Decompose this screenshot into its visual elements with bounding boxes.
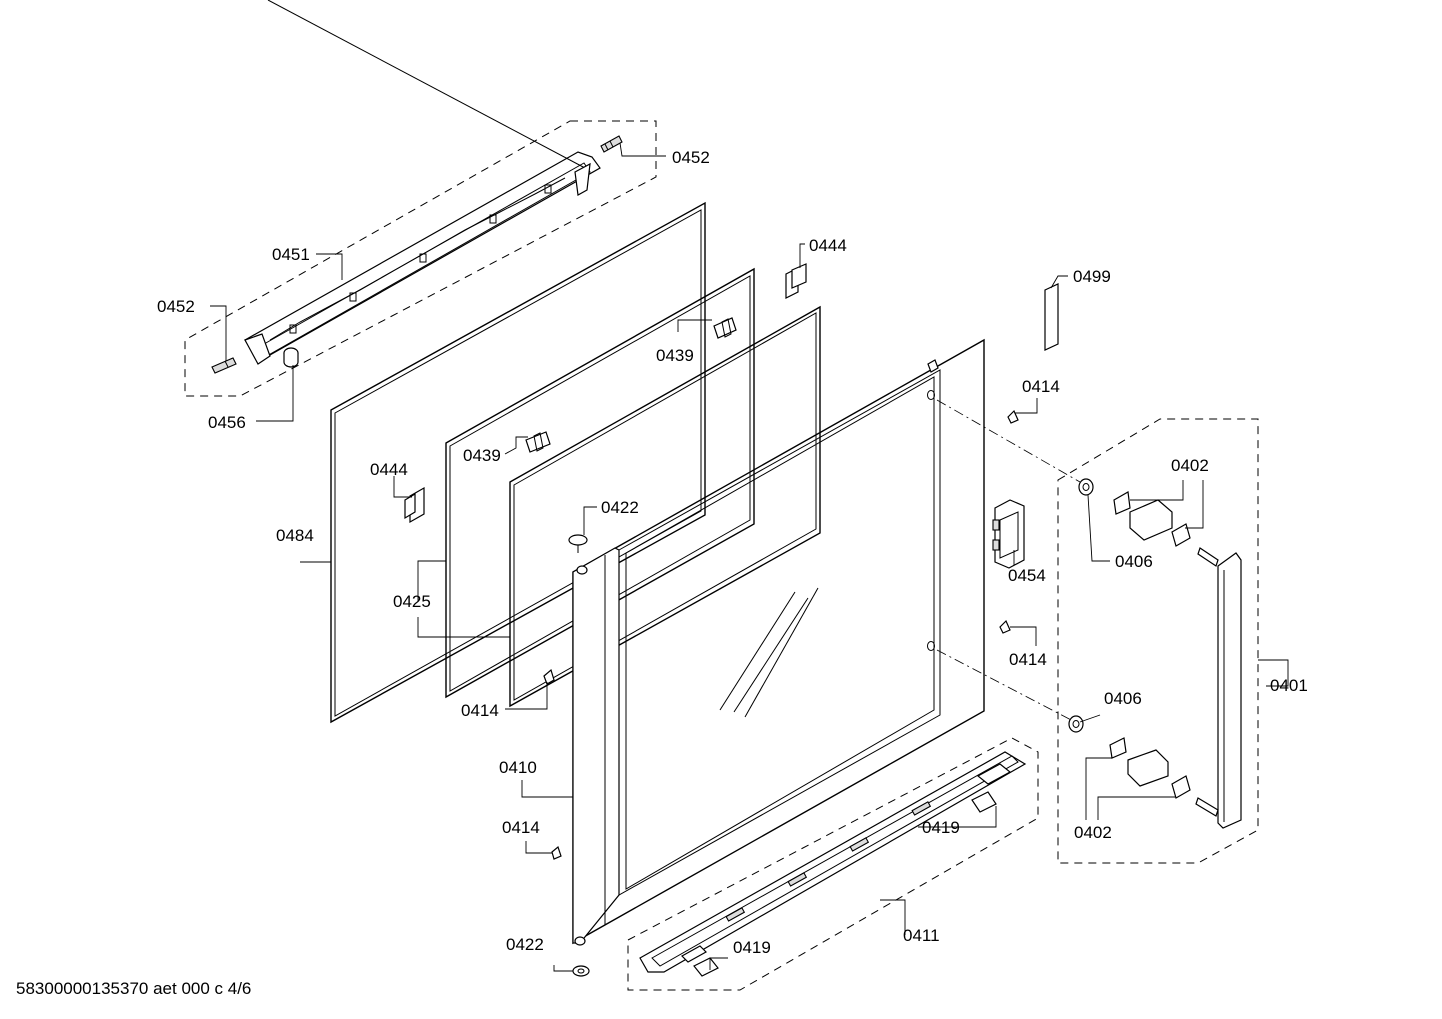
part-0444-bracket-left	[404, 486, 425, 524]
label-0419-right: 0419	[922, 818, 960, 837]
label-0439-upper: 0439	[656, 346, 694, 365]
part-0422-screw-top	[568, 534, 588, 553]
part-0499-strip	[1044, 283, 1059, 351]
handle-bar-assembly-group	[184, 0, 657, 397]
part-0411-trim	[639, 751, 1027, 973]
label-0414-right-upper: 0414	[1022, 377, 1060, 396]
part-0439-clip-lower	[525, 431, 551, 453]
label-0452-left: 0452	[157, 297, 195, 316]
leader-lines	[210, 142, 1289, 972]
part-0452-pin-left	[211, 357, 237, 374]
document-code: 58300000135370 aet 000 c 4/6	[16, 979, 252, 998]
label-0410: 0410	[499, 758, 537, 777]
part-0406-spacer-upper	[1078, 478, 1094, 496]
label-0422-top: 0422	[601, 498, 639, 517]
part-0402-holder-upper	[1113, 491, 1191, 547]
label-0419-bottom: 0419	[733, 938, 771, 957]
label-0439-lower: 0439	[463, 446, 501, 465]
part-0425-glass-pane-middle	[445, 267, 755, 699]
label-0401: 0401	[1270, 676, 1308, 695]
label-0414-bottom: 0414	[502, 818, 540, 837]
label-0402-upper: 0402	[1171, 456, 1209, 475]
part-0414-clip-right-lower	[999, 619, 1011, 634]
part-0422-washer-bottom	[572, 965, 590, 977]
part-0419-clip-right	[971, 763, 1012, 813]
part-0414-clip-mid	[543, 668, 555, 685]
label-0406-lower: 0406	[1104, 689, 1142, 708]
label-0451: 0451	[272, 245, 310, 264]
part-0414-clip-bottom	[551, 845, 562, 860]
label-0484: 0484	[276, 526, 314, 545]
part-0406-spacer-lower	[1068, 715, 1084, 733]
label-0414-mid: 0414	[461, 701, 499, 720]
part-0451-bar	[244, 0, 601, 365]
part-0456-cap	[283, 347, 299, 368]
label-0422-bottom: 0422	[506, 935, 544, 954]
label-0444-top: 0444	[809, 236, 847, 255]
part-0452-pin-top	[600, 135, 623, 153]
part-labels: 0452 0451 0452 0456 0444 0499 0439 0439 …	[157, 148, 1308, 957]
part-0444-bracket-top	[785, 263, 807, 299]
part-0401-handle	[1195, 547, 1242, 829]
part-0425-glass-pane-inner	[509, 305, 821, 708]
label-0499: 0499	[1073, 267, 1111, 286]
label-0425: 0425	[393, 592, 431, 611]
label-0444-left: 0444	[370, 460, 408, 479]
label-0406-upper: 0406	[1115, 552, 1153, 571]
part-0414-clip-right-upper	[1007, 409, 1019, 424]
label-0411: 0411	[903, 926, 940, 945]
part-0439-clip-upper	[713, 317, 737, 339]
label-0452-top: 0452	[672, 148, 710, 167]
part-0419-clip-bottom	[681, 945, 719, 977]
label-0456: 0456	[208, 413, 246, 432]
label-0402-lower: 0402	[1074, 823, 1112, 842]
label-0454: 0454	[1008, 566, 1046, 585]
part-0454-latch	[992, 499, 1025, 569]
part-0402-holder-lower	[1109, 737, 1191, 799]
lower-trim-assembly-group	[627, 737, 1039, 991]
label-0414-right-lower: 0414	[1009, 650, 1047, 669]
handle-assembly-group	[936, 399, 1259, 864]
part-0484-glass-pane	[330, 201, 706, 724]
part-0410-door-frame	[572, 338, 985, 946]
